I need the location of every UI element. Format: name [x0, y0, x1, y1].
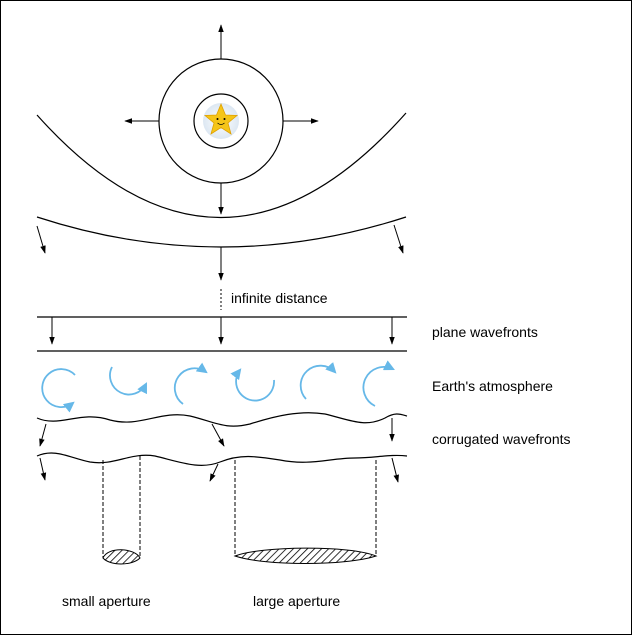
- expanding-wavefront-arc: [36, 112, 407, 218]
- circular-arrow-icon: [362, 360, 395, 407]
- circular-arrow-icon: [41, 368, 76, 413]
- large-aperture-column: [233, 460, 378, 564]
- corrugated-wavefronts-label: corrugated wavefronts: [432, 431, 571, 447]
- atmosphere-turbulence: [41, 360, 395, 413]
- large-aperture-patch: [233, 547, 378, 564]
- small-aperture-label: small aperture: [62, 593, 151, 609]
- circular-arrow-icon: [299, 361, 337, 400]
- corrugated-wavefront-2: [36, 452, 408, 466]
- small-aperture-patch: [102, 549, 141, 565]
- curved-arrow-left: [36, 225, 46, 254]
- corrugated-wavefronts: [36, 412, 408, 483]
- corrugated-arrow-5: [209, 463, 219, 482]
- circular-arrow-icon: [173, 362, 208, 405]
- distant-wavefront: [36, 216, 407, 281]
- inner-spherical-wavefront: [193, 93, 249, 149]
- curved-arrow-right: [393, 224, 404, 254]
- corrugated-arrow-4: [39, 457, 47, 481]
- corrugated-arrow-2: [211, 423, 225, 447]
- curved-wavefront: [36, 216, 407, 248]
- infinite-distance-label: infinite distance: [231, 290, 328, 306]
- corrugated-wavefront-1: [36, 412, 408, 427]
- circular-arrow-icon: [109, 366, 147, 396]
- plane-wavefronts: [37, 316, 407, 352]
- plane-wavefronts-label: plane wavefronts: [432, 324, 538, 340]
- large-aperture-label: large aperture: [253, 593, 341, 609]
- small-aperture-column: [102, 456, 141, 565]
- circular-arrow-icon: [230, 368, 275, 402]
- atmosphere-label: Earth's atmosphere: [432, 378, 553, 394]
- corrugated-arrow-6: [391, 457, 399, 483]
- star-icon: [203, 102, 239, 135]
- point-source: [124, 24, 319, 215]
- corrugated-arrow-1: [39, 423, 47, 447]
